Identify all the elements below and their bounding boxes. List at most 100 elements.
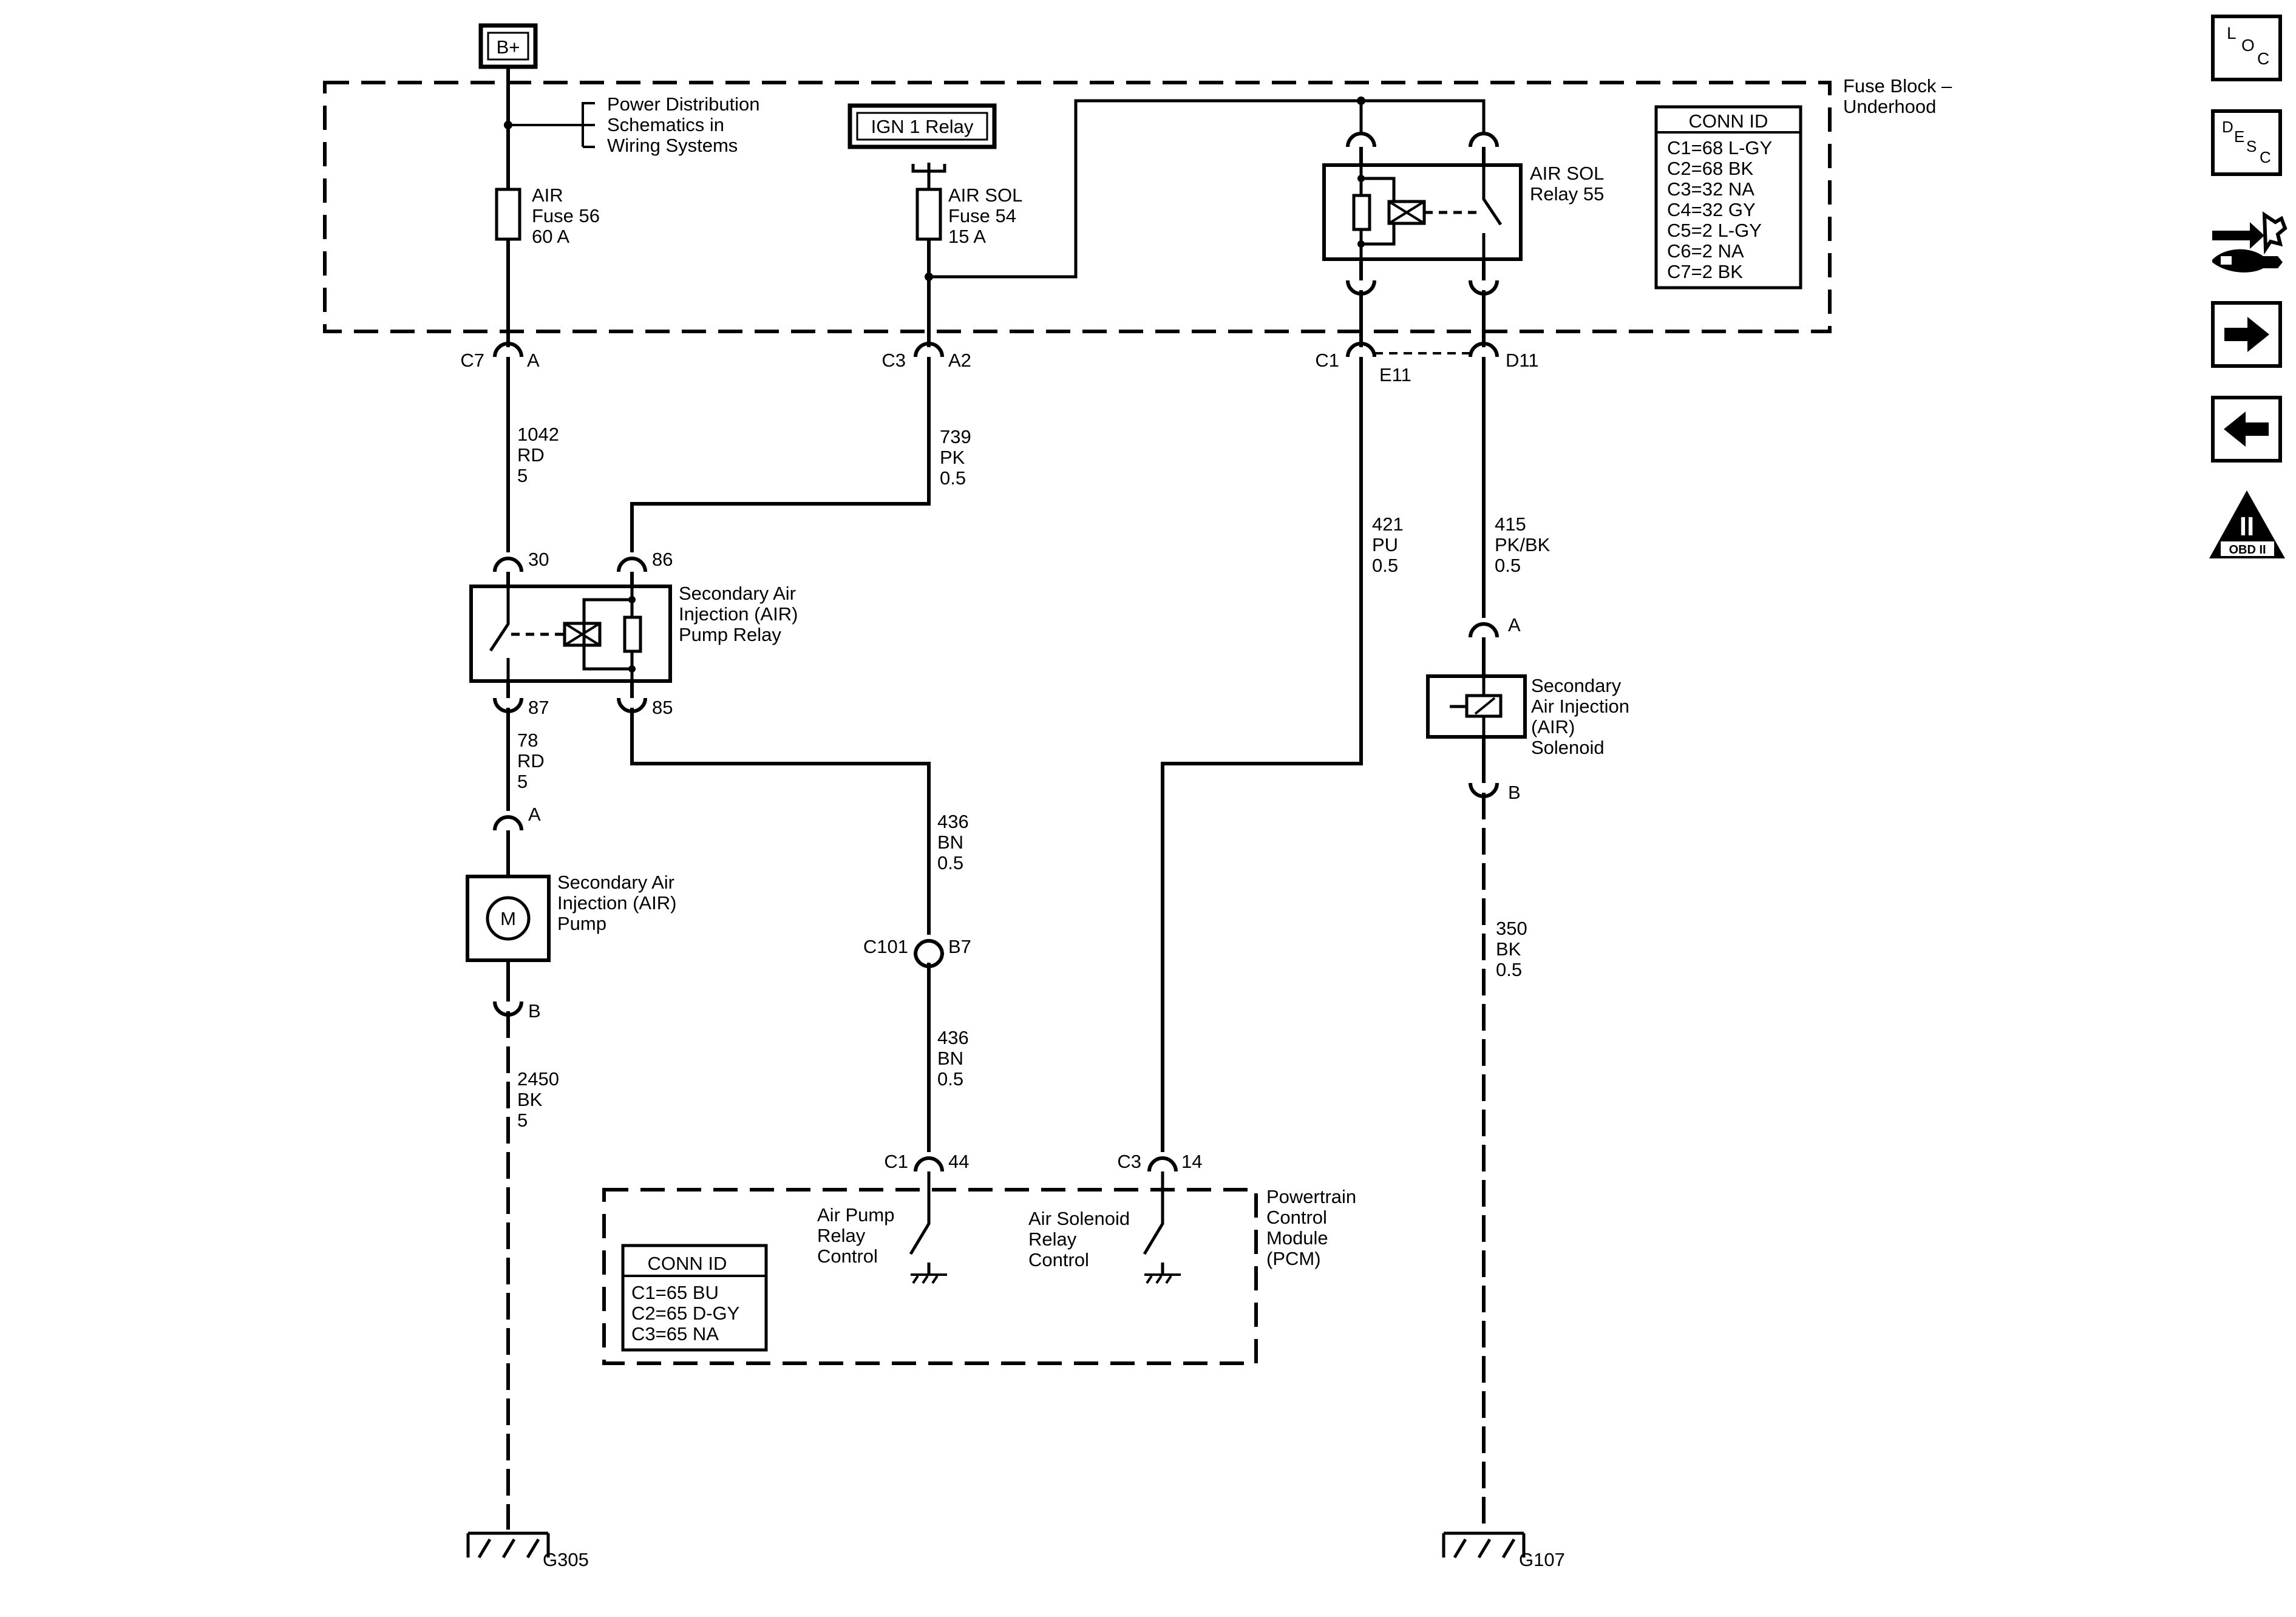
wire-415-num: 415 [1495,514,1526,535]
wire-421-size: 0.5 [1372,555,1398,576]
connector-tool-icon[interactable] [2207,204,2288,274]
desc-letter: E [2234,127,2244,146]
wire-739-size: 0.5 [940,467,966,489]
pump-line1: Secondary Air [557,872,674,893]
fuse-56 [495,188,521,241]
conn-id-top-row: C3=32 NA [1667,178,1754,200]
pcm-conn-c3: C3 [1117,1151,1141,1172]
conn-c1: C1 [1315,350,1339,371]
pump-line3: Pump [557,913,606,934]
wire-436a-size: 0.5 [937,852,963,873]
conn-c7: C7 [460,350,484,371]
wire-436a-color: BN [937,832,963,853]
pin-30: 30 [528,549,549,570]
fuse-block-outline [323,81,1832,333]
sol-pin-b: B [1508,782,1521,803]
conn-id-table-top [1654,105,1802,290]
fuse-block-title: Fuse Block – [1843,75,1952,97]
pcm-line3: Module [1266,1227,1328,1249]
wire-1042-size: 5 [517,465,528,486]
wire-739-num: 739 [940,426,971,447]
pcm-conn-c1: C1 [884,1151,908,1172]
pcm-conn-14: 14 [1181,1151,1202,1172]
pin-87: 87 [528,697,549,718]
wire-415-size: 0.5 [1495,555,1521,576]
solenoid-line3: (AIR) [1531,716,1575,737]
air-pump-ctrl-line3: Control [817,1246,878,1267]
wire-350-color: BK [1496,938,1521,960]
pcm-line4: (PCM) [1266,1248,1321,1269]
conn-c101-pin: B7 [948,936,971,957]
wire-78-size: 5 [517,771,528,792]
conn-id-top-row: C1=68 L-GY [1667,137,1772,158]
wire-436a-num: 436 [937,811,969,832]
sol-pin-a: A [1508,614,1521,636]
pump-pin-b: B [528,1000,541,1022]
motor-label: M [500,908,516,929]
sol-relay-line1: AIR SOL [1530,163,1604,184]
previous-page-button[interactable] [2211,396,2282,463]
wire-415-color: PK/BK [1495,534,1550,555]
loc-letter: O [2241,36,2255,55]
air-pump-ctrl-line1: Air Pump [817,1204,894,1225]
wire-78-num: 78 [517,730,538,751]
power-dist-line3: Wiring Systems [607,135,738,156]
conn-id-bottom-row: C2=65 D-GY [631,1303,739,1324]
battery-label: B+ [497,36,520,58]
obd-label: OBD II [2229,543,2266,557]
arrow-left-icon [2224,412,2269,447]
ground-g305-symbol [468,1533,548,1558]
conn-id-bottom-row: C1=65 BU [631,1282,719,1303]
fuse56-line1: AIR [532,185,563,206]
fuse54-line3: 15 A [948,226,986,247]
desc-letter: S [2246,137,2257,155]
wire-436b-color: BN [937,1048,963,1069]
wire-421-num: 421 [1372,514,1404,535]
conn-id-top-row: C7=2 BK [1667,261,1743,282]
power-dist-line1: Power Distribution [607,93,760,115]
conn-id-top-header: CONN ID [1689,110,1768,132]
conn-c3-pin: A2 [948,350,971,371]
wire-436b-num: 436 [937,1027,969,1048]
location-button[interactable]: L O C [2211,15,2282,81]
obd-ii-button[interactable]: II OBD II [2207,488,2287,561]
pump-relay-line1: Secondary Air [679,583,796,604]
loc-letter: L [2227,24,2237,42]
conn-id-top-row: C5=2 L-GY [1667,220,1762,241]
air-sol-ctrl-line2: Relay [1028,1229,1077,1250]
pump-pin-a: A [528,804,541,825]
loc-letter: C [2257,49,2269,68]
pcm-conn-44: 44 [948,1151,969,1172]
conn-id-top-row: C2=68 BK [1667,158,1754,179]
ground-g107-label: G107 [1519,1549,1565,1570]
conn-d11: D11 [1506,350,1539,371]
wire-2450-num: 2450 [517,1068,559,1090]
pcm-outline [602,1188,1258,1365]
wire-739-color: PK [940,447,965,468]
conn-c3: C3 [881,350,906,371]
motor-symbol [486,896,531,941]
pin-86: 86 [652,549,673,570]
wire-436b-size: 0.5 [937,1068,963,1090]
fuse-block-subtitle: Underhood [1843,96,1936,117]
solenoid-line1: Secondary [1531,675,1622,696]
sol-relay-line2: Relay 55 [1530,183,1604,205]
description-button[interactable]: D E S C [2211,109,2282,176]
wire-421-color: PU [1372,534,1398,555]
air-sol-ctrl-line1: Air Solenoid [1028,1208,1130,1229]
desc-letter: D [2222,118,2233,136]
conn-id-table-bottom [621,1244,768,1352]
wire-78-color: RD [517,750,545,771]
arrow-right-icon [2224,317,2269,352]
fuse-54 [915,188,942,241]
conn-id-bottom-row: C3=65 NA [631,1323,719,1344]
pump-line2: Injection (AIR) [557,892,676,914]
wire-1042-num: 1042 [517,424,559,445]
desc-letter: C [2260,148,2271,166]
wire-350-num: 350 [1496,918,1527,939]
next-page-button[interactable] [2211,301,2282,368]
wire-2450-color: BK [517,1089,543,1110]
ground-g107-symbol [1444,1533,1524,1558]
air-sol-ctrl-line3: Control [1028,1249,1089,1270]
